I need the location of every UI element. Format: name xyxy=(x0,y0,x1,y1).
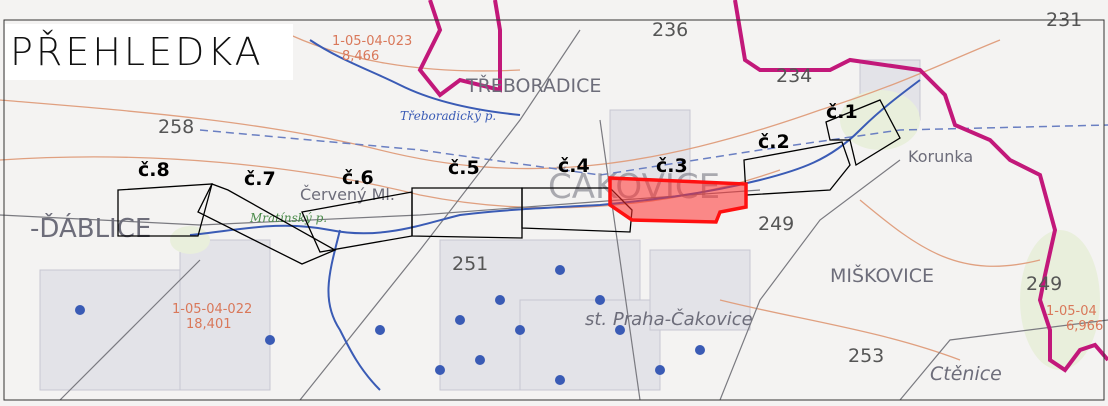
segment-label-6[interactable]: č.6 xyxy=(342,167,374,189)
place-ctenice: Ctěnice xyxy=(930,363,1002,385)
segment-8-outline xyxy=(117,183,213,237)
segment-label-4[interactable]: č.4 xyxy=(558,155,590,177)
segment-7-outline xyxy=(197,183,337,265)
segment-label-3[interactable]: č.3 xyxy=(656,155,688,177)
segment-outlines xyxy=(117,99,901,265)
place-korunka: Korunka xyxy=(908,147,973,166)
gauge-id: 1-05-04-023 xyxy=(332,34,412,49)
elevation-label: 251 xyxy=(452,253,488,275)
place-treboradice: TŘEBORADICE xyxy=(465,74,601,97)
boundary-west xyxy=(417,0,502,98)
gauge-id: 1-05-04-022 xyxy=(172,302,252,317)
segment-3-highlight[interactable] xyxy=(608,176,748,224)
elevation-label: 249 xyxy=(1026,273,1062,295)
station-markers xyxy=(75,265,705,385)
streams xyxy=(189,39,921,391)
place-miskovice: MIŠKOVICE xyxy=(830,263,934,287)
elevation-label: 234 xyxy=(776,65,812,87)
stream-treboradicky: Třeboradický p. xyxy=(400,109,496,123)
segment-label-1[interactable]: č.1 xyxy=(826,101,858,123)
elevation-label: 258 xyxy=(158,116,194,138)
page-title: PŘEHLEDKA xyxy=(10,30,264,74)
stream-mratinsky: Mratínský p. xyxy=(249,211,327,225)
gauge-value: 6,966 xyxy=(1066,319,1103,334)
gauge-id: 1-05-04 xyxy=(1046,304,1097,319)
segment-label-2[interactable]: č.2 xyxy=(758,131,790,153)
segment-1-outline xyxy=(825,99,901,167)
dashed-line xyxy=(199,124,1108,176)
gauge-value: 8,466 xyxy=(342,49,379,64)
segment-label-8[interactable]: č.8 xyxy=(138,159,170,181)
elevation-label: 249 xyxy=(758,213,794,235)
gauge-value: 18,401 xyxy=(186,317,232,332)
place-praha-cakovice: st. Praha-Čakovice xyxy=(585,308,753,330)
segment-label-7[interactable]: č.7 xyxy=(244,168,276,190)
elevation-label: 253 xyxy=(848,345,884,367)
segment-label-5[interactable]: č.5 xyxy=(448,157,480,179)
map-frame-border xyxy=(3,19,1105,401)
elevation-label: 236 xyxy=(652,19,688,41)
title-panel xyxy=(5,24,293,80)
place-dablice: -ĎÁBLICE xyxy=(30,212,151,244)
boundary-east xyxy=(733,0,1108,373)
